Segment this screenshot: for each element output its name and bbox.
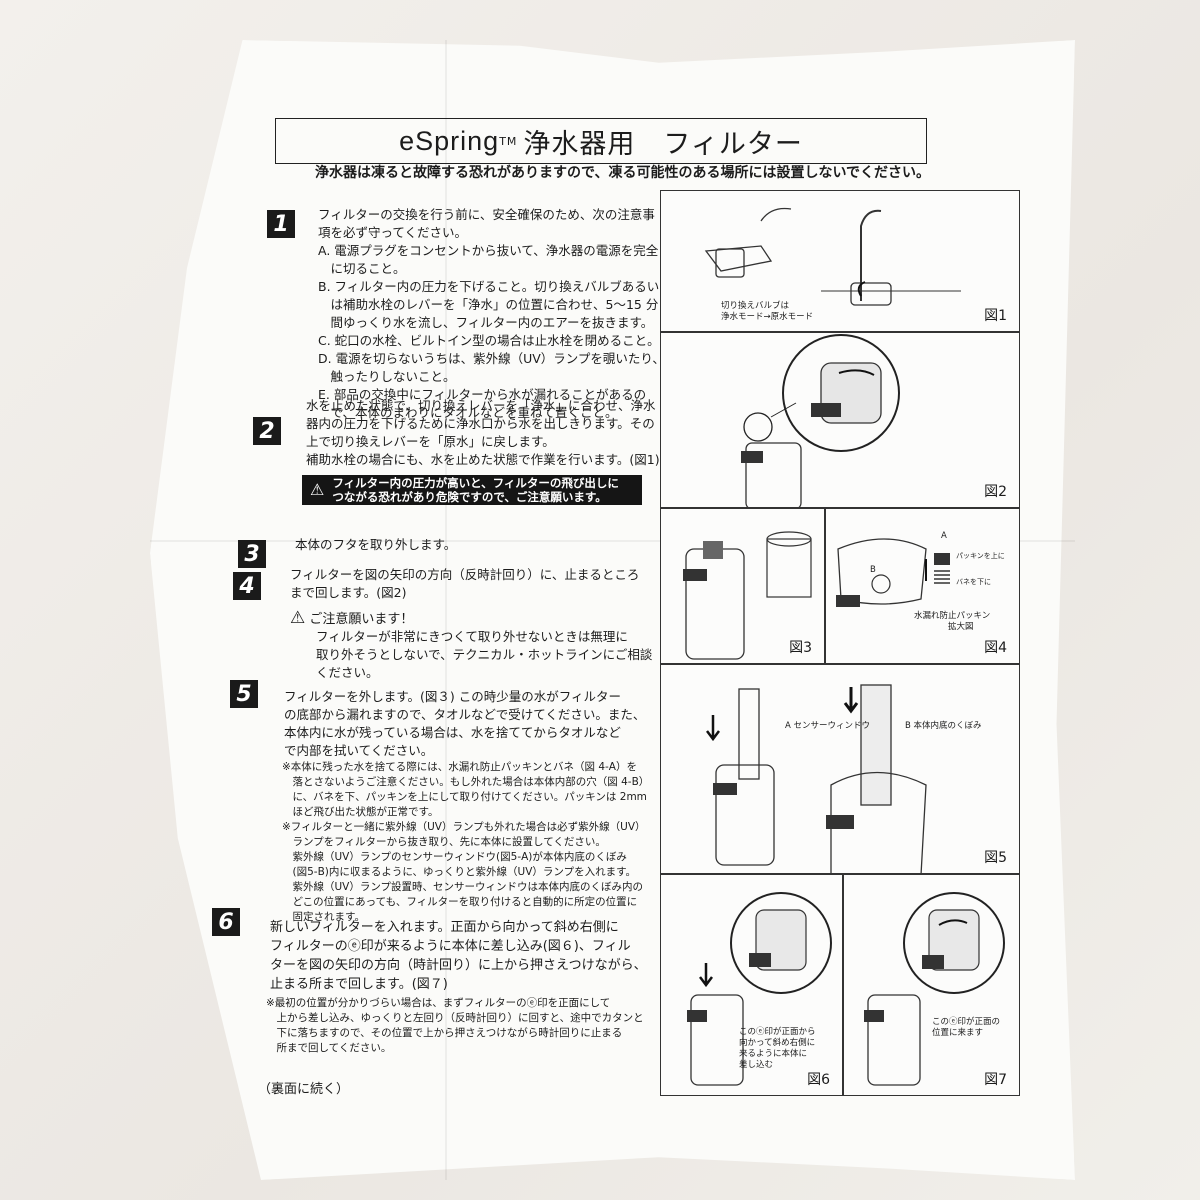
step-number-2: 2 bbox=[253, 417, 281, 445]
figure-3: 図3 bbox=[660, 508, 825, 664]
step-number-5: 5 bbox=[230, 680, 258, 708]
figure-5-label-a: A センサーウィンドウ bbox=[785, 721, 871, 731]
step-1-text: フィルターの交換を行う前に、安全確保のため、次の注意事項を必ず守ってください。A… bbox=[318, 207, 665, 420]
figure-6-note: このⓔ印が正面から向かって斜め右側に来るように本体に差し込む bbox=[739, 1027, 816, 1070]
step-number-6: 6 bbox=[212, 908, 240, 936]
paper-fold-vertical bbox=[445, 40, 447, 1180]
figure-4-caption: 水漏れ防止パッキン拡大図 bbox=[914, 611, 991, 632]
figure-7-note: このⓔ印が正面の位置に来ます bbox=[932, 1017, 1001, 1038]
cover-removal-illustration bbox=[683, 531, 812, 660]
paper-fold-horizontal bbox=[150, 540, 1075, 542]
figure-2-label: 図2 bbox=[984, 484, 1007, 500]
figure-3-label: 図3 bbox=[789, 640, 812, 656]
figure-7-label: 図7 bbox=[984, 1072, 1007, 1088]
figure-5: A センサーウィンドウ B 本体内底のくぼみ 図5 bbox=[660, 664, 1020, 874]
step-6-notes: ※最初の位置が分かりづらい場合は、まずフィルターのⓔ印を正面にして 上から差し込… bbox=[266, 997, 644, 1054]
step-5-text: フィルターを外します。(図３) この時少量の水がフィルターの底部から漏れますので… bbox=[284, 689, 646, 758]
danger-warning-box: ⚠ フィルター内の圧力が高いと、フィルターの飛び出しにつながる恐れがあり危険です… bbox=[302, 475, 642, 505]
figure-5-label: 図5 bbox=[984, 850, 1007, 866]
figure-4-marker-b: B bbox=[870, 565, 876, 575]
warning-triangle-icon: ⚠ bbox=[310, 480, 325, 499]
step-6-text: 新しいフィルターを入れます。正面から向かって斜め右側にフィルターのⓔ印が来るよう… bbox=[270, 920, 647, 992]
step-3-text: 本体のフタを取り外します。 bbox=[295, 537, 457, 552]
figure-4-packing-note: パッキンを上に bbox=[956, 552, 1005, 560]
filter-insert-illustration bbox=[687, 892, 832, 1086]
figure-6: このⓔ印が正面から向かって斜め右側に来るように本体に差し込む 図6 bbox=[660, 874, 843, 1096]
figure-4-spring-note: バネを下に bbox=[956, 578, 991, 586]
figure-4-marker-a: A bbox=[941, 531, 947, 541]
step-number-4: 4 bbox=[233, 572, 261, 600]
figure-5-label-b: B 本体内底のくぼみ bbox=[905, 721, 982, 731]
step-2-text: 水を止めた状態で、切り換えレバーを「浄水」に合わせ、浄水器内の圧力を下げるために… bbox=[306, 398, 660, 467]
figure-1-note: 切り換えバルブは浄水モード→原水モード bbox=[721, 301, 814, 322]
continued-on-back: （裏面に続く） bbox=[258, 1082, 350, 1097]
packing-detail-illustration bbox=[836, 538, 950, 607]
title-text: 浄水器用 フィルター bbox=[523, 128, 803, 160]
figure-6-label: 図6 bbox=[807, 1072, 830, 1088]
step-number-1: 1 bbox=[267, 210, 295, 238]
freeze-warning: 浄水器は凍ると故障する恐れがありますので、凍る可能性のある場所には設置しないでく… bbox=[315, 165, 931, 181]
uv-lamp-illustration bbox=[706, 684, 927, 873]
trademark: TM bbox=[499, 134, 518, 148]
step-4-text: フィルターを図の矢印の方向（反時計回り）に、止まるところまで回します。(図2) bbox=[290, 567, 640, 600]
step-number-3: 3 bbox=[238, 540, 266, 568]
faucet-illustration bbox=[704, 207, 961, 306]
filter-turn-illustration bbox=[864, 892, 1005, 1086]
caution-heading: ⚠ ご注意願います！ bbox=[290, 608, 414, 628]
filter-rotation-illustration bbox=[741, 334, 900, 507]
figure-4-label: 図4 bbox=[984, 640, 1007, 656]
step-5-notes: ※本体に残った水を捨てる際には、水漏れ防止パッキンとバネ（図 4-A）を 落とさ… bbox=[282, 761, 650, 923]
brand-name: eSpring bbox=[399, 125, 500, 156]
figure-4: A B パッキンを上に バネを下に 水漏れ防止パッキン拡大図 図4 bbox=[825, 508, 1020, 664]
figure-2: 図2 bbox=[660, 332, 1020, 508]
figure-1-label: 図1 bbox=[984, 308, 1007, 324]
caution-text: フィルターが非常にきつくて取り外せないときは無理に取り外そうとしないで、テクニカ… bbox=[316, 629, 653, 680]
figure-1: 切り換えバルブは浄水モード→原水モード 図1 bbox=[660, 190, 1020, 332]
caution-triangle-icon: ⚠ bbox=[290, 608, 306, 628]
figure-7: このⓔ印が正面の位置に来ます 図7 bbox=[843, 874, 1020, 1096]
